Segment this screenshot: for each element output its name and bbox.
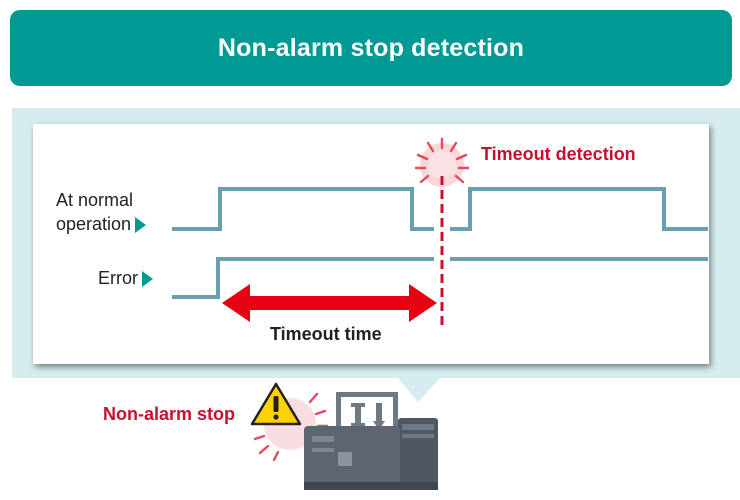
machine-icon [304, 392, 438, 490]
normal-operation-text: operation [56, 214, 132, 234]
non-alarm-stop-label: Non-alarm stop [103, 404, 236, 424]
normal-operation-label-line2: operation [56, 212, 166, 236]
error-label: Error [98, 266, 168, 290]
timing-diagram-card [33, 124, 709, 364]
title-banner: Non-alarm stop detection [10, 10, 732, 86]
timeout-detection-label: Timeout detection [481, 144, 636, 164]
timeout-time-label: Timeout time [270, 324, 382, 344]
pointer-arrow-icon [135, 217, 147, 233]
normal-operation-signal [172, 187, 434, 231]
callout-pointer [398, 378, 440, 402]
normal-operation-label: At normal operation [56, 188, 166, 236]
page-title: Non-alarm stop detection [217, 33, 525, 62]
pointer-arrow-icon [142, 271, 153, 287]
normal-operation-signal-resume [450, 187, 708, 231]
error-text: Error [98, 268, 138, 288]
error-signal [172, 257, 434, 299]
warning-triangle-icon [250, 382, 302, 426]
timeout-time-arrow [222, 284, 437, 322]
burst-icon [414, 137, 470, 187]
normal-operation-label-line1: At normal [56, 190, 134, 210]
